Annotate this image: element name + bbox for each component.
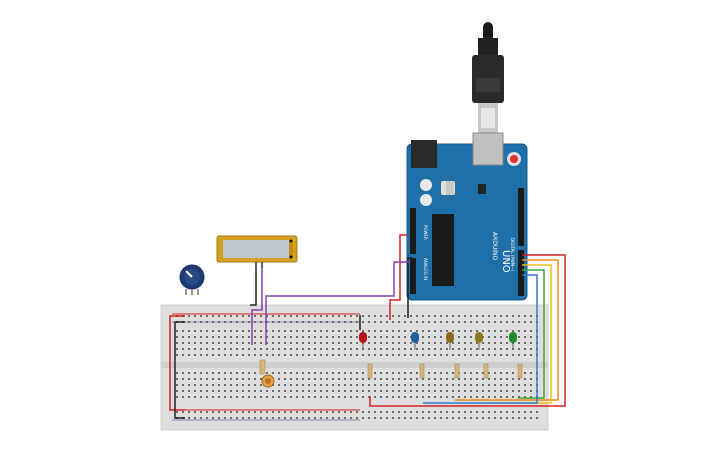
wire-black-lcd: [250, 268, 257, 306]
resistor-red: [367, 363, 373, 379]
ldr-resistor: [259, 359, 266, 375]
usb-port: [472, 132, 504, 166]
arduino-uno-board[interactable]: ARDUINO UNO DIGITAL (PWM~) ANALOG IN POW…: [406, 132, 528, 301]
lcd-display[interactable]: [216, 235, 298, 268]
wire-purple: [265, 261, 410, 345]
wire-black-gnd: [407, 257, 413, 318]
wires: [169, 234, 566, 419]
model-label: UNO: [500, 250, 511, 273]
resistor-yellow: [483, 363, 489, 379]
breadboard: [160, 304, 549, 431]
led-orange[interactable]: [446, 332, 454, 350]
wire-red-power: [389, 234, 407, 320]
dc-jack: [411, 140, 437, 168]
resistor-green: [517, 363, 523, 379]
resistor-blue: [419, 363, 425, 379]
led-red[interactable]: [359, 332, 367, 350]
led-yellow[interactable]: [475, 332, 483, 350]
power-label: POWER: [423, 225, 428, 240]
led-green[interactable]: [509, 332, 517, 350]
potentiometer[interactable]: [179, 264, 205, 295]
wire-red-d: [369, 254, 566, 407]
digital-label: DIGITAL (PWM~): [510, 238, 515, 272]
usb-cable[interactable]: [472, 22, 504, 133]
led-blue[interactable]: [411, 332, 419, 350]
wire-blue-d: [423, 274, 538, 404]
analog-label: ANALOG IN: [423, 258, 428, 280]
wire-black-left: [174, 321, 185, 419]
resistor-orange: [454, 363, 460, 379]
header-left: [410, 208, 416, 294]
wire-green-d: [518, 269, 545, 399]
led-array: [359, 332, 523, 379]
wire-purple-lcd: [251, 268, 263, 345]
capacitor: [420, 179, 432, 191]
photoresistor[interactable]: [259, 359, 275, 388]
atmega-chip: [432, 214, 454, 286]
wire-orange-d: [455, 259, 559, 401]
arduino-logo: ARDUINO: [491, 232, 498, 261]
wire-red-left: [169, 315, 185, 411]
header-right: [518, 188, 524, 296]
